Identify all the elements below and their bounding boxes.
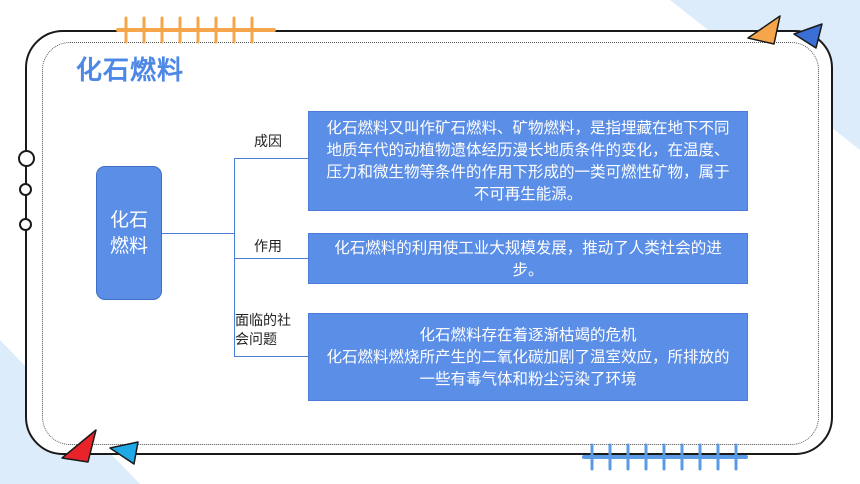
branch-text-function: 化石燃料的利用使工业大规模发展，推动了人类社会的进步。 — [334, 238, 722, 279]
branch-text-cause: 化石燃料又叫作矿石燃料、矿物燃料，是指埋藏在地下不同地质年代的动植物遗体经历漫长… — [326, 119, 730, 203]
branch-box-function: 化石燃料的利用使工业大规模发展，推动了人类社会的进步。 — [308, 233, 748, 284]
cyan-triangle-icon — [109, 441, 139, 465]
binder-ring-2 — [19, 183, 32, 196]
connector-branch-1 — [234, 158, 308, 159]
branch-label-function: 作用 — [254, 239, 282, 255]
branch-label-cause: 成因 — [254, 134, 282, 150]
root-node-label: 化石 燃料 — [107, 207, 151, 259]
connector-root — [162, 233, 234, 234]
branch-box-cause: 化石燃料又叫作矿石燃料、矿物燃料，是指埋藏在地下不同地质年代的动植物遗体经历漫长… — [308, 111, 748, 211]
connector-trunk — [234, 158, 235, 356]
orange-triangle-icon — [747, 15, 781, 45]
connector-branch-2 — [234, 258, 308, 259]
root-label-line2: 燃料 — [109, 235, 148, 257]
binder-ring-1 — [18, 150, 35, 167]
branch-text-social-issues-line2: 化石燃料燃烧所产生的二氧化碳加剧了温室效应，所排放的一些有毒气体和粉尘污染了环境 — [326, 348, 730, 388]
branch-text-social-issues-line1: 化石燃料存在着逐渐枯竭的危机 — [419, 326, 637, 344]
root-node: 化石 燃料 — [96, 166, 162, 300]
connector-branch-3 — [234, 356, 308, 357]
page-title: 化石燃料 — [76, 56, 185, 86]
dotted-inner-frame — [42, 42, 819, 445]
binder-ring-3 — [19, 218, 32, 231]
blue-ruler-decoration — [582, 443, 748, 471]
root-label-line1: 化石 — [109, 209, 148, 231]
branch-box-social-issues: 化石燃料存在着逐渐枯竭的危机 化石燃料燃烧所产生的二氧化碳加剧了温室效应，所排放… — [308, 313, 748, 401]
orange-ruler-decoration — [116, 16, 276, 44]
blue-triangle-icon — [793, 23, 823, 49]
branch-label-social-issues: 面临的社会问题 — [235, 313, 291, 348]
red-triangle-icon — [61, 429, 97, 463]
